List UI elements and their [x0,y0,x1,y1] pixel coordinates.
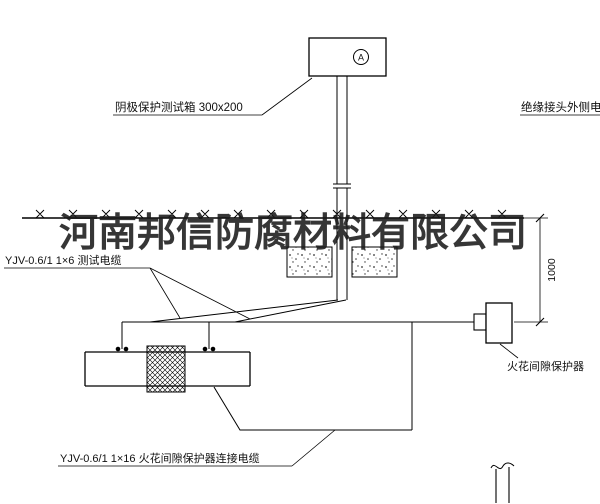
test-cable-diagonal-1 [149,299,339,323]
test-cable-label: YJV-0.6/1 1×6 测试电缆 [5,254,121,267]
spark-gap-protector-leader [499,343,519,359]
weld-dot [123,346,129,352]
spark-gap-protector [473,302,513,344]
cable-runs [121,299,474,431]
company-watermark: 河南邦信防腐材料有限公司 [59,212,527,255]
ammeter-symbol: A [358,53,364,63]
insulated-joint-cable-label: 绝缘接头外侧电缆 [521,100,600,114]
test-cable-leader-2 [149,267,251,320]
dimension-1000: 1000 [514,213,558,327]
pipe-break-symbol [490,462,515,503]
spark-gap-cable-leader [291,429,336,467]
weld-connection-points [115,346,216,352]
spark-gap-protector-body [485,302,513,344]
dimension-value: 1000 [546,258,558,282]
test-box [308,37,387,77]
spark-gap-protector-label: 火花间隙保护器 [507,359,584,373]
test-box-leader-line [261,77,313,116]
pipe-casing-hatch [146,345,186,393]
dimension-tick-top [535,213,545,223]
weld-dot [202,346,208,352]
concrete-block-left [286,246,333,278]
ground-surface-marks [35,209,507,219]
spark-gap-cable-bottom-run [213,386,412,431]
weld-dot [210,346,216,352]
test-cable-diagonal-2 [234,299,347,323]
spark-gap-cable-label: YJV-0.6/1 1×16 火花间隙保护器连接电缆 [60,451,260,465]
spark-gap-protector-terminal [473,313,487,331]
pipe-break-squiggle [490,462,515,470]
concrete-block-right [351,246,398,278]
test-cable-leader-1 [149,267,181,319]
dimension-tick-bottom [535,317,545,327]
weld-dot [115,346,121,352]
ammeter-circle-icon [353,49,369,65]
conduit-riser [333,76,351,300]
test-box-label: 阴极保护测试箱 300x200 [115,100,243,114]
